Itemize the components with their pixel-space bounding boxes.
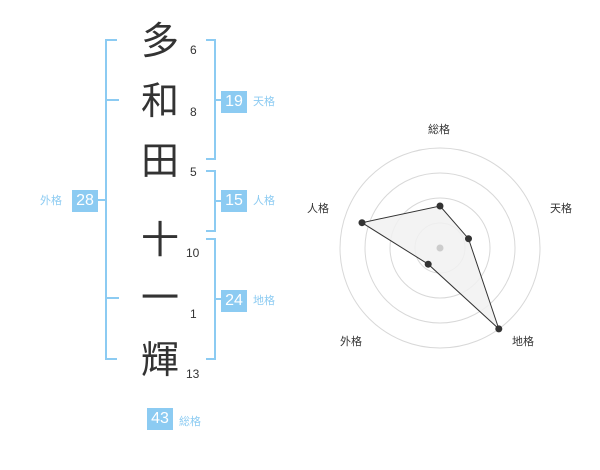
radar-point-4 [424,260,432,268]
tenkaku-connector [214,99,221,101]
chikaku-label: 地格 [253,294,275,307]
radar-point-1 [436,202,444,210]
gaikaku-tick-bottom [105,297,119,299]
gaikaku-label: 外格 [40,194,62,207]
radar-axis-label-chikaku: 地格 [512,335,534,348]
chikaku-connector [214,298,221,300]
stroke-count-3: 5 [190,165,197,179]
name-char-5: 一 [140,276,179,320]
radar-ring-4 [339,147,541,349]
tenkaku-label: 天格 [253,95,275,108]
radar-polygon [360,205,500,330]
radar-axis-label-jinkaku: 人格 [307,202,329,215]
gaikaku-connector [98,199,107,201]
jinkaku-label: 人格 [253,194,275,207]
name-char-4: 十 [140,218,179,262]
chikaku-score: 24 [221,290,247,312]
tenkaku-score: 19 [221,91,247,113]
soukaku-label: 総格 [179,415,201,428]
stroke-count-6: 13 [186,367,200,381]
name-char-3: 田 [140,139,179,183]
radar-point-5 [358,219,366,227]
radar-point-2 [465,235,472,243]
stroke-count-4: 10 [186,246,200,260]
jinkaku-connector [214,200,221,202]
radar-axis-label-gaikaku: 外格 [340,335,362,348]
gaikaku-score: 28 [72,190,98,212]
gaikaku-tick-top [105,99,119,101]
stroke-count-2: 8 [190,105,197,119]
radar-axis-label-tenkaku: 天格 [550,202,572,215]
radar-point-3 [495,325,503,333]
radar-center-dot [436,244,444,252]
name-char-2: 和 [140,79,179,123]
stroke-count-5: 1 [190,307,197,321]
name-char-6: 輝 [140,338,179,382]
radar-ring-2 [389,197,491,299]
soukaku-score: 43 [147,408,173,430]
radar-ring-3 [364,172,516,324]
stroke-count-1: 6 [190,43,197,57]
jinkaku-score: 15 [221,190,247,212]
radar-axis-label-soukaku: 総格 [428,123,450,136]
name-char-1: 多 [140,19,179,63]
